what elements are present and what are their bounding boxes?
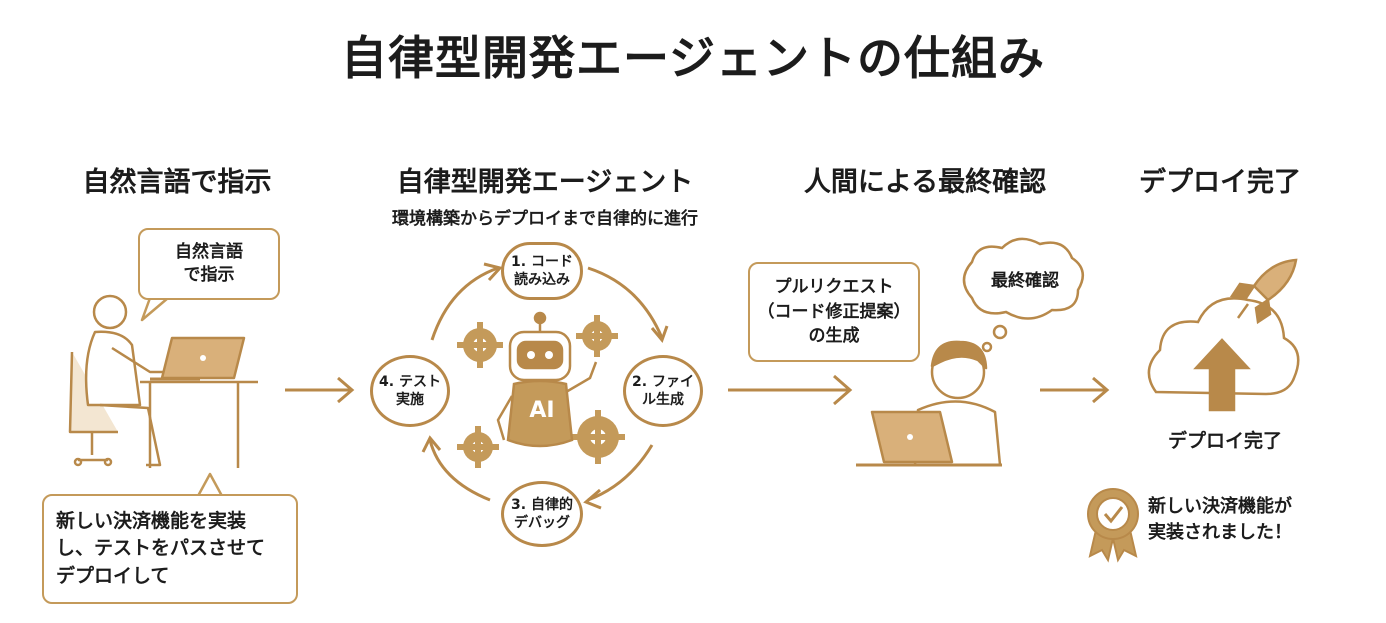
deploy-success-message: 新しい決済機能が 実装されました！ [1148, 496, 1292, 544]
step-heading-deploy: デプロイ完了 [1139, 167, 1301, 198]
cloud-upload-icon [1147, 297, 1300, 412]
gear-teeth-icon [457, 315, 625, 468]
step-heading-agent: 自律型開発エージェント [396, 167, 694, 198]
thought-bubble-icon [962, 237, 1085, 353]
robot-icon [496, 311, 598, 448]
flow-arrow-1-icon [285, 376, 355, 404]
page-title: 自律型開発エージェントの仕組み [340, 31, 1046, 85]
step-subtitle-agent: 環境構築からデプロイまで自律的に進行 [392, 209, 698, 229]
final-check-thought: 最終確認 [991, 271, 1059, 291]
cycle-step-read-code: 1. コード 読み込み [501, 242, 583, 300]
person-at-laptop-icon [68, 294, 258, 468]
cycle-step-generate-files: 2. ファイ ル生成 [623, 355, 703, 427]
instruction-bubble: 自然言語 で指示 [138, 228, 280, 300]
ai-core-label: AI [529, 398, 555, 423]
cycle-step-test: 4. テスト 実施 [370, 355, 450, 427]
reviewer-at-laptop-icon [856, 340, 1002, 467]
step-heading-review: 人間による最終確認 [803, 167, 1047, 198]
cycle-arrows-icon [421, 262, 669, 510]
deploy-complete-label: デプロイ完了 [1167, 430, 1282, 452]
bubble-tail-icon [140, 297, 169, 322]
step-heading-instruct: 自然言語で指示 [82, 167, 272, 198]
cycle-step-debug: 3. 自律的 デバッグ [501, 481, 583, 547]
award-badge-icon [1087, 488, 1139, 563]
request-tail-icon [196, 472, 224, 497]
user-request-box: 新しい決済機能を実装 し、テストをパスさせて デプロイして [42, 494, 298, 604]
pull-request-box: プルリクエスト （コード修正提案） の生成 [748, 262, 920, 362]
flow-arrow-2-icon [728, 374, 853, 406]
flow-arrow-3-icon [1040, 376, 1110, 404]
rocket-icon [1229, 258, 1298, 325]
